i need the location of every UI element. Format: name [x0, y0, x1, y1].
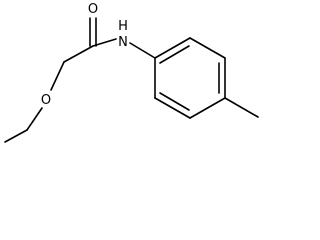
ring-bond-1 [154, 37, 191, 59]
amide-nitrogen-label: N [118, 35, 128, 50]
ring-bond-2 [189, 37, 226, 59]
carbonyl-to-methylene-bond [63, 45, 94, 63]
ethyl-methyl-bond [4, 129, 28, 143]
carbonyl-to-nitrogen-bond [92, 38, 117, 47]
carbonyl-oxygen-label: O [88, 2, 98, 17]
para-methyl-bond [224, 97, 259, 118]
ether-oxygen-to-ethyl-bond [26, 107, 43, 131]
ring-bond-4 [189, 97, 226, 119]
ring-bond-1-inner [159, 45, 190, 64]
chemical-structure: O H N O [4, 2, 259, 143]
ring-bond-5 [154, 97, 191, 119]
nitrogen-to-ring-bond [129, 42, 156, 59]
methylene-to-ether-oxygen-bond [50, 61, 65, 91]
ring-bond-5-inner [159, 92, 190, 111]
ether-oxygen-label: O [41, 93, 51, 108]
amide-hydrogen-label: H [118, 19, 128, 34]
